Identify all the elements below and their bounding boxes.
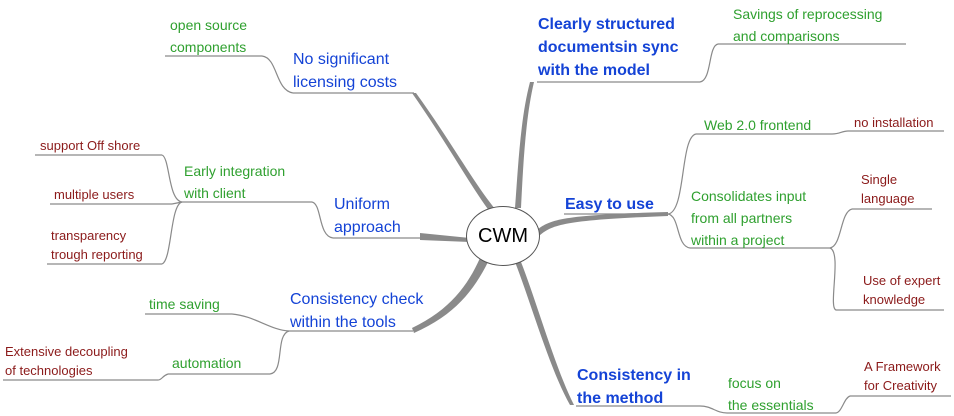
node-open-source-components[interactable]: open source components	[170, 14, 247, 58]
node-consistency-in-the-method[interactable]: Consistency in the method	[577, 364, 691, 410]
node-easy-to-use[interactable]: Easy to use	[565, 193, 654, 216]
node-early-integration[interactable]: Early integration with client	[184, 160, 285, 204]
node-focus-on-essentials[interactable]: focus on the essentials	[728, 372, 814, 416]
node-label-line: Easy to use	[565, 196, 654, 213]
node-support-off-shore[interactable]: support Off shore	[40, 136, 140, 155]
node-label-line: Early integration	[184, 163, 286, 179]
node-label-line: Savings of reprocessing	[733, 6, 883, 22]
node-label-line: transparency	[51, 228, 127, 243]
node-web-2-frontend[interactable]: Web 2.0 frontend	[704, 114, 811, 136]
node-label-line: the method	[577, 390, 664, 407]
node-label-line: the essentials	[728, 397, 814, 413]
node-label-line: focus on	[728, 375, 781, 391]
node-label-line: Consistency in	[577, 367, 691, 384]
main-link-method	[515, 262, 574, 405]
node-label-line: Single	[861, 172, 898, 187]
main-link-documents	[515, 82, 534, 208]
node-use-of-expert-knowledge[interactable]: Use of expert knowledge	[863, 271, 940, 309]
node-label-line: No significant	[293, 51, 390, 68]
node-consolidates-input[interactable]: Consolidates input from all partners wit…	[691, 185, 806, 251]
main-link-easy	[537, 212, 668, 236]
node-label-line: Web 2.0 frontend	[704, 117, 812, 133]
main-link-uniform	[420, 233, 470, 242]
node-label-line: trough reporting	[51, 247, 143, 262]
node-label-line: Extensive decoupling	[5, 344, 128, 359]
node-uniform-approach[interactable]: Uniform approach	[334, 193, 401, 239]
node-transparency[interactable]: transparency trough reporting	[51, 226, 143, 264]
node-multiple-users[interactable]: multiple users	[54, 185, 134, 204]
node-label-line: multiple users	[54, 187, 135, 202]
node-label-line: for Creativity	[864, 378, 937, 393]
node-label-line: Consistency check	[290, 291, 424, 308]
node-label-line: approach	[334, 219, 401, 236]
node-label-line: A Framework	[864, 359, 941, 374]
node-single-language[interactable]: Single language	[861, 170, 915, 208]
node-savings-of-reprocessing[interactable]: Savings of reprocessing and comparisons	[733, 3, 882, 47]
node-label-line: within a project	[691, 232, 785, 248]
node-label-line: with the model	[538, 62, 650, 79]
node-label-line: Uniform	[334, 196, 391, 213]
node-label-line: components	[170, 39, 247, 55]
node-label-line: open source	[170, 17, 248, 33]
node-label-line: no installation	[854, 115, 934, 130]
node-label-line: knowledge	[863, 292, 926, 307]
node-no-significant-licensing-costs[interactable]: No significant licensing costs	[293, 48, 397, 94]
node-time-saving[interactable]: time saving	[149, 293, 220, 315]
node-label-line: time saving	[149, 296, 220, 312]
node-label-line: within the tools	[290, 314, 396, 331]
node-consistency-check[interactable]: Consistency check within the tools	[290, 288, 423, 334]
node-label-line: Use of expert	[863, 273, 941, 288]
node-extensive-decoupling[interactable]: Extensive decoupling of technologies	[5, 342, 128, 380]
main-link-consistency-check	[412, 258, 488, 333]
node-label-line: Clearly structured	[538, 16, 675, 33]
node-label-line: with client	[184, 185, 246, 201]
main-link-licensing	[412, 93, 496, 212]
node-label-line: Consolidates input	[691, 188, 807, 204]
central-node[interactable]: CWM	[466, 206, 540, 266]
node-label-line: from all partners	[691, 210, 793, 226]
node-label-line: licensing costs	[293, 74, 398, 91]
node-automation[interactable]: automation	[172, 352, 241, 374]
node-a-framework-for-creativity[interactable]: A Framework for Creativity	[864, 357, 941, 395]
node-clearly-structured-documents[interactable]: Clearly structured documentsin sync with…	[538, 13, 678, 82]
node-label-line: automation	[172, 355, 242, 371]
node-label-line: language	[861, 191, 915, 206]
node-no-installation[interactable]: no installation	[854, 113, 934, 132]
node-label-line: and comparisons	[733, 28, 840, 44]
node-label-line: support Off shore	[40, 138, 141, 153]
node-label-line: of technologies	[5, 363, 93, 378]
node-label-line: documentsin sync	[538, 39, 679, 56]
